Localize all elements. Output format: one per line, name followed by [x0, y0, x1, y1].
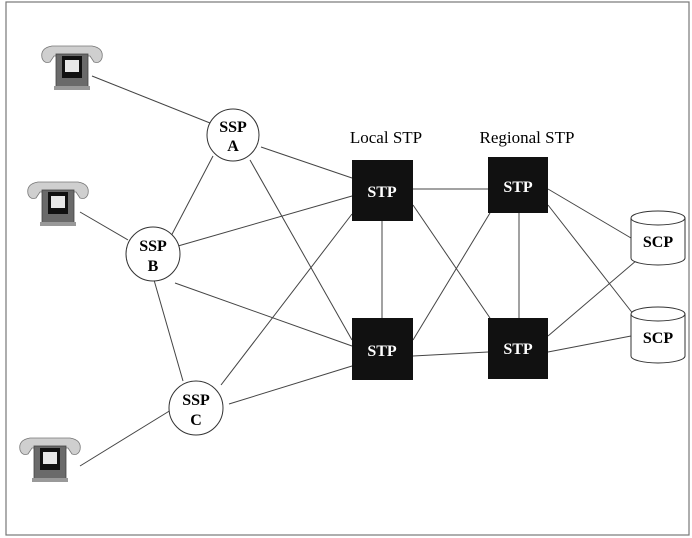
telephone-icon	[27, 181, 89, 226]
telephone-icon	[19, 437, 81, 482]
ssp-a-label: SSP	[219, 119, 247, 136]
ssp-a-letter: A	[227, 138, 239, 155]
link-sspA-sspB	[168, 155, 214, 241]
link-sspC-stpL1	[220, 213, 353, 386]
local-stp-top-label: STP	[367, 184, 397, 201]
link-stpR1-scp1	[547, 188, 632, 239]
scp-bottom-label: SCP	[643, 330, 673, 347]
ssp-c-letter: C	[190, 412, 202, 429]
ssp-b-label: SSP	[139, 238, 167, 255]
link-stpR2-scp2	[547, 335, 632, 353]
ssp-c-node: SSP C	[168, 380, 224, 436]
link-stpL2-stpR1	[412, 212, 491, 341]
database-cylinder-icon: SCP	[630, 210, 686, 266]
scp-top-label: SCP	[643, 234, 673, 251]
local-stp-top: STP	[352, 160, 413, 221]
frame-border	[5, 1, 690, 536]
regional-stp-bottom-label: STP	[503, 341, 533, 358]
ssp-a-node: SSP A	[206, 108, 260, 162]
ssp-b-letter: B	[148, 258, 159, 275]
telephone-icon	[41, 45, 103, 90]
local-stp-header: Local STP	[350, 128, 422, 147]
regional-stp-top: STP	[488, 157, 548, 213]
link-sspB-stpL1	[177, 195, 353, 247]
local-stp-bottom-label: STP	[367, 343, 397, 360]
link-stpR1-scp2	[547, 204, 635, 316]
link-phone2-sspB	[79, 211, 129, 241]
regional-stp-header: Regional STP	[480, 128, 575, 147]
link-sspC-stpL2	[228, 365, 353, 405]
link-sspA-stpL1	[260, 146, 353, 179]
regional-stp-bottom: STP	[488, 318, 548, 379]
link-sspA-stpL2	[249, 159, 353, 341]
database-cylinder-icon: SCP	[630, 306, 686, 364]
local-stp-bottom: STP	[352, 318, 413, 380]
link-sspB-stpL2	[174, 282, 353, 347]
link-stpL2-stpR2	[412, 351, 489, 357]
ssp-c-label: SSP	[182, 392, 210, 409]
link-phone3-sspC	[79, 409, 172, 467]
links	[79, 75, 638, 467]
link-stpL1-stpR2	[412, 204, 491, 319]
link-stpR2-scp1	[547, 259, 638, 337]
regional-stp-top-label: STP	[503, 179, 533, 196]
ssp-b-node: SSP B	[125, 226, 181, 282]
link-sspB-sspC	[153, 279, 184, 382]
link-phone1-sspA	[91, 75, 211, 124]
